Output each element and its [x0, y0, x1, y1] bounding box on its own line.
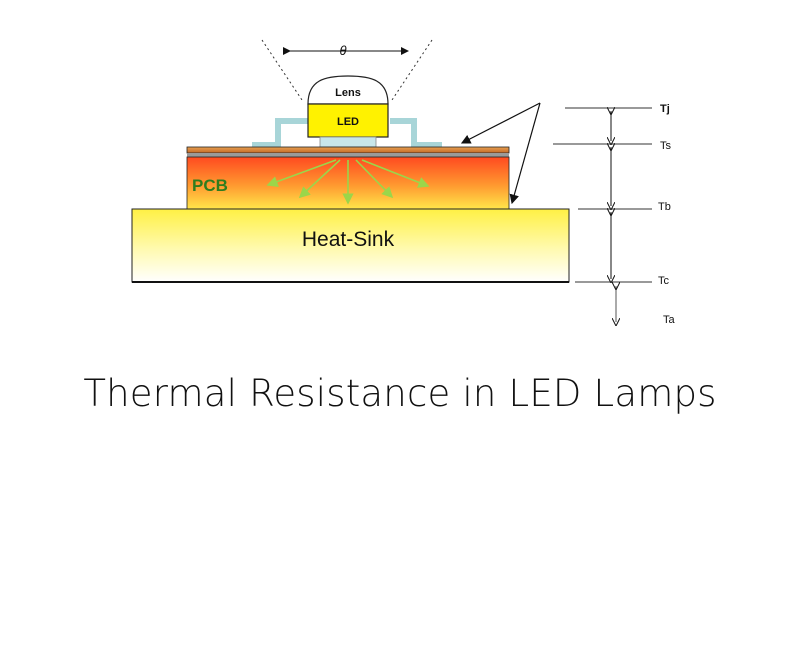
pcb-copper-layer [186, 146, 510, 154]
pcb-dielectric-layer [187, 153, 509, 157]
lead-frame-left [252, 118, 308, 148]
beam-left-line [261, 39, 303, 101]
lens-dome [307, 75, 389, 105]
heat-arrow [266, 159, 337, 187]
heat-sink [131, 208, 570, 283]
heat-arrow [298, 159, 341, 199]
pointer-to-pcb [509, 102, 541, 205]
lead-frame-right [390, 118, 442, 148]
heat-arrow [355, 159, 394, 199]
level-label-ts: Ts [660, 140, 672, 152]
level-label-tb: Tb [658, 201, 671, 213]
heat-arrow [361, 159, 430, 188]
heat-sink-label: Heat-Sink [302, 228, 395, 251]
led-body [307, 103, 389, 138]
heat-spread-arrows [266, 159, 430, 205]
lens-label: Lens [335, 87, 361, 99]
pcb-label: PCB [192, 176, 228, 195]
thermal-slug [319, 136, 377, 148]
angle-label: θ [339, 43, 346, 58]
pointer-to-substrate [460, 102, 541, 144]
led-label: LED [337, 116, 359, 128]
thermal-diagram: θ Lens LED PCB Heat-Sink Tj Ts Tb Tc Ta [131, 39, 676, 326]
level-label-tj: Tj [660, 103, 670, 115]
level-label-ta: Ta [663, 314, 676, 326]
diagram-caption: Thermal Resistance in LED Lamps [83, 372, 717, 415]
level-label-tc: Tc [658, 275, 670, 287]
beam-right-line [391, 39, 433, 101]
